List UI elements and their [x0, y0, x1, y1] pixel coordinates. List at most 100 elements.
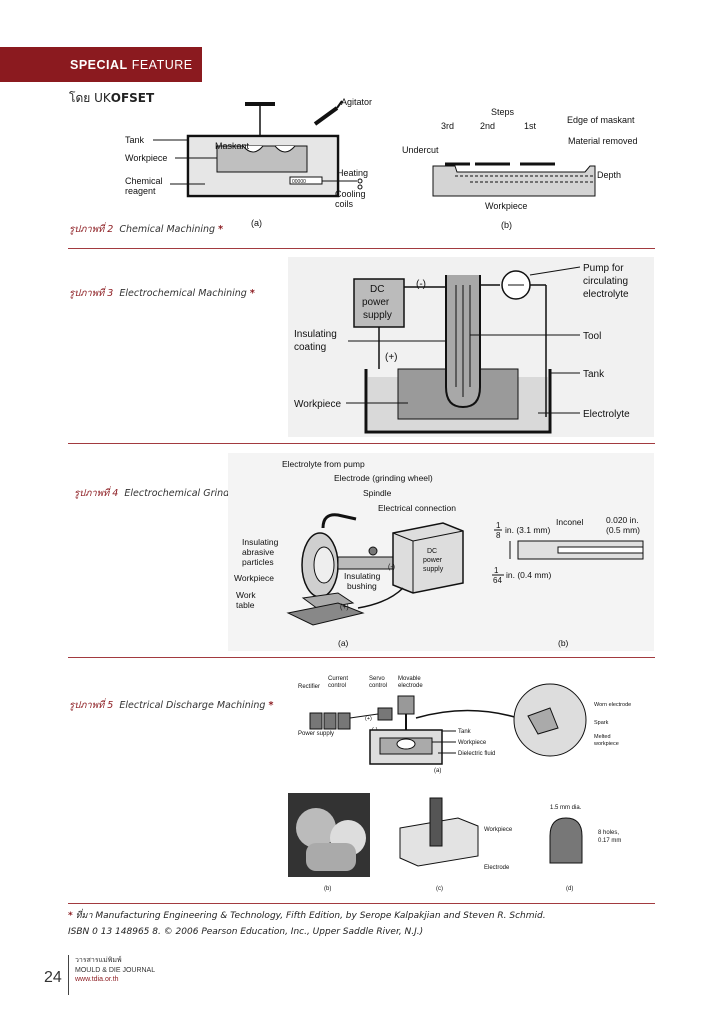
journal-name-en: MOULD & DIE JOURNAL [75, 966, 156, 974]
fig2-label-a: (a) [251, 218, 262, 228]
fig3-label-dc: DC [370, 284, 384, 295]
fig2-label-undercut: Undercut [402, 145, 439, 155]
fig5-label-workpiece-c: Workpiece [484, 827, 513, 833]
fig2-label-workpiece: Workpiece [125, 153, 167, 163]
fig3-label-pump-1: Pump for [583, 263, 624, 274]
fig2-label-edge: Edge of maskant [567, 115, 635, 125]
fig5-label-current: Current [328, 676, 348, 682]
fig4-label-ia-2: abrasive [242, 547, 274, 557]
fig2-label-cooling: Cooling [335, 189, 366, 199]
fig5-label-dia: 1.5 mm dia. [550, 805, 582, 811]
svg-text:00000: 00000 [292, 179, 306, 185]
fig4-label-econn: Electrical connection [378, 503, 456, 513]
fig3-label-pump-3: electrolyte [583, 289, 629, 300]
fig4-label-one-b: 1 [494, 566, 499, 575]
fig4-label-minus: (-) [388, 564, 395, 571]
fig5-label-control-2: control [369, 683, 387, 689]
fig2-label-tank: Tank [125, 135, 145, 145]
fig4-label-frac-1: in. (3.1 mm) [505, 525, 551, 535]
fig3-label-electrolyte: Electrolyte [583, 409, 630, 420]
fig2-label-removed: Material removed [568, 136, 638, 146]
fig3-label-workpiece: Workpiece [294, 399, 341, 410]
divider-1 [68, 248, 655, 249]
footer-divider [68, 955, 69, 995]
journal-name-th: วารสารแม่พิมพ์ [75, 957, 122, 964]
fig4-label-electrode: Electrode (grinding wheel) [334, 473, 433, 483]
fig5-label-d: (d) [566, 886, 573, 892]
fig4-label-ib-2: bushing [347, 581, 377, 591]
fig4-label-a: (a) [338, 638, 349, 648]
fig2-caption-th: รูปภาพที่ 2 [69, 224, 114, 235]
fig4-label-ia-1: Insulating [242, 537, 279, 547]
fig2-label-1st: 1st [524, 121, 537, 131]
figure-5-caption: รูปภาพที่ 5 Electrical Discharge Machini… [69, 698, 273, 713]
fig5-label-servo: Servo [369, 676, 385, 682]
author-name-b: OFSET [110, 91, 155, 105]
fig2-caption-star: * [218, 224, 224, 235]
fig3-label-insulating: Insulating [294, 329, 337, 340]
fig5-label-holes-1: 8 holes, [598, 830, 619, 836]
fig2-label-heating: Heating [337, 168, 368, 178]
fig4-caption-en: Electrochemical Grinding [124, 488, 244, 499]
fig3-label-pump-2: circulating [583, 276, 628, 287]
divider-2 [68, 443, 655, 444]
section-title-rest: FEATURE [131, 57, 193, 72]
section-title-bold: SPECIAL [70, 57, 128, 72]
fig5-label-power-supply: Power supply [298, 731, 334, 737]
figure-3-caption: รูปภาพที่ 3 Electrochemical Machining * [69, 286, 255, 301]
fig4-label-power: power [423, 557, 443, 564]
fig2-caption-en: Chemical Machining [119, 224, 216, 235]
fig4-label-in-2: (0.5 mm) [606, 525, 640, 535]
fig5-label-rectifier: Rectifier [298, 684, 320, 690]
fig4-label-work: Work [236, 590, 256, 600]
fig2-label-b: (b) [501, 220, 512, 230]
fig3-caption-en: Electrochemical Machining [119, 288, 247, 299]
fig4-label-efp: Electrolyte from pump [282, 459, 365, 469]
fig2-label-depth: Depth [597, 170, 621, 180]
fig4-label-table: table [236, 600, 255, 610]
fig4-label-ib-1: Insulating [344, 571, 381, 581]
page-number: 24 [44, 969, 62, 986]
fig5-label-plus: (+) [365, 716, 372, 722]
fig4-label-in-1: 0.020 in. [606, 515, 639, 525]
fig5-label-workpiece: Workpiece [458, 740, 487, 746]
fig5-label-tank: Tank [458, 729, 472, 735]
fig4-label-b: (b) [558, 638, 569, 648]
fig4-label-dc: DC [427, 548, 437, 555]
fig2-label-agitator: Agitator [341, 97, 372, 107]
fig5-label-melted-workpiece: workpiece [593, 741, 619, 747]
figure-5-illustration: Rectifier Current control Servo control … [288, 668, 654, 898]
figure-2-caption: รูปภาพที่ 2 Chemical Machining * [69, 222, 223, 237]
fig2-label-3rd: 3rd [441, 121, 454, 131]
figure-2-illustration: 00000 Agitator Tank Maskant Workpiece Ch… [125, 96, 655, 236]
fig4-label-eight: 8 [496, 531, 501, 540]
author-name-a: UK [94, 91, 111, 105]
fig5-label-electrode: electrode [398, 683, 423, 689]
journal-block: วารสารแม่พิมพ์ MOULD & DIE JOURNAL www.t… [75, 956, 155, 985]
author-line: โดย UKOFSET [69, 89, 154, 108]
fig4-caption-th: รูปภาพที่ 4 [74, 488, 119, 499]
footnote-line-1: * ที่มา Manufacturing Engineering & Tech… [68, 908, 668, 924]
fig4-label-inconel: Inconel [556, 517, 584, 527]
fig4-label-supply: supply [423, 566, 444, 573]
fig2-label-workpiece-b: Workpiece [485, 201, 527, 211]
figure-4-caption: รูปภาพที่ 4 Electrochemical Grinding * [74, 486, 252, 501]
fig3-label-tank: Tank [583, 369, 605, 380]
fig4-label-workpiece: Workpiece [234, 573, 274, 583]
fig5-label-electrode-c: Electrode [484, 865, 510, 871]
fig5-label-c: (c) [436, 886, 443, 892]
fig4-label-plus: (+) [340, 604, 349, 611]
fig5-caption-en: Electrical Discharge Machining [119, 700, 266, 711]
fig5-caption-star: * [268, 700, 274, 711]
fig4-label-sixtyfour: 64 [493, 576, 502, 585]
fig2-label-steps: Steps [491, 107, 515, 117]
fig3-label-minus: (-) [416, 279, 426, 290]
journal-url[interactable]: www.tdia.or.th [75, 976, 119, 983]
fig5-label-holes-2: 0.17 mm [598, 838, 621, 844]
fig2-label-reagent: reagent [125, 186, 156, 196]
fig5-label-melted: Melted [594, 734, 611, 740]
fig2-label-chemical: Chemical [125, 176, 163, 186]
fig3-label-power: power [362, 297, 390, 308]
divider-3 [68, 657, 655, 658]
fig2-label-2nd: 2nd [480, 121, 495, 131]
